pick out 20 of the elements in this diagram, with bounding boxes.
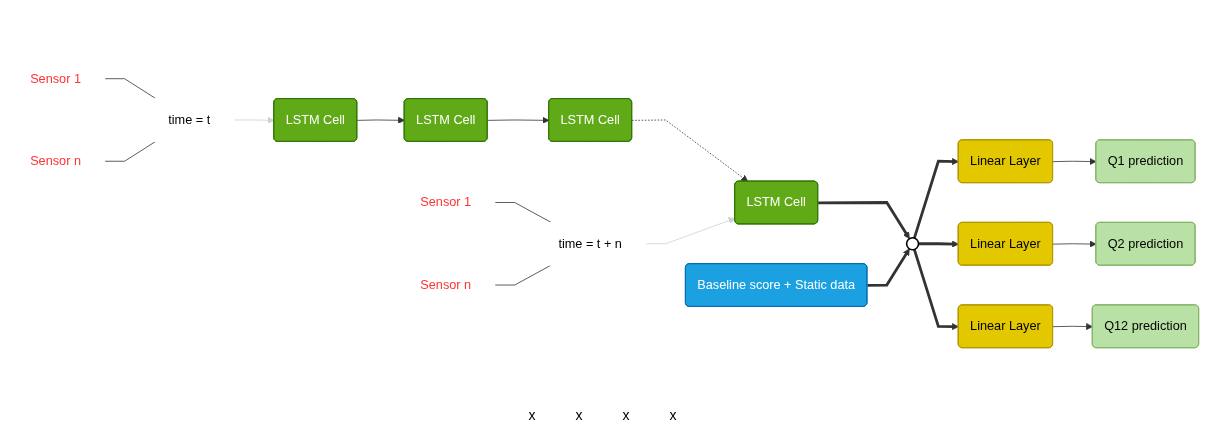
node-circle <box>905 237 920 251</box>
variable-label: x <box>575 407 583 423</box>
node-text: Sensor n <box>420 277 472 292</box>
node-text: Sensor 1 <box>420 195 472 209</box>
variable-label: x <box>622 407 630 423</box>
arrow <box>913 158 959 239</box>
node-text: time = t <box>168 112 211 127</box>
variable-label: x <box>669 407 677 423</box>
arrow <box>818 201 910 240</box>
connector <box>494 264 552 286</box>
node-text: Sensor n <box>30 154 81 168</box>
variable-label: x <box>528 407 536 423</box>
node-text: Sensor 1 <box>30 71 81 86</box>
connector <box>494 202 552 223</box>
node-text: time = t + n <box>558 236 622 251</box>
connector <box>104 78 157 99</box>
arrow <box>918 240 959 248</box>
arrow <box>867 248 910 287</box>
connector <box>104 141 157 162</box>
arrow <box>913 249 959 331</box>
